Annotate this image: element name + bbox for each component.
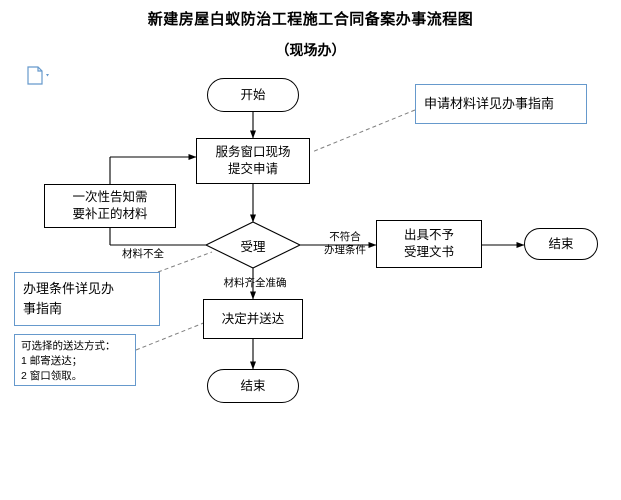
node-submit-application: 服务窗口现场 提交申请 xyxy=(196,138,310,184)
note-condition-guide: 办理条件详见办 事指南 xyxy=(14,272,160,326)
node-accept-decision: 受理 xyxy=(205,221,301,269)
edge-label-incomplete: 材料不全 xyxy=(122,248,164,260)
page-subtitle: （现场办） xyxy=(275,42,346,58)
edge-label-not-qualified: 不符合 办理条件 xyxy=(324,231,366,256)
node-accept-label: 受理 xyxy=(240,239,266,254)
node-one-time-notice: 一次性告知需 要补正的材料 xyxy=(44,184,176,228)
note-delivery-options: 可选择的送达方式： 1 邮寄送达； 2 窗口领取。 xyxy=(14,334,136,386)
page-title: 新建房屋白蚁防治工程施工合同备案办事流程图 xyxy=(147,11,474,28)
document-icon xyxy=(26,66,52,86)
edge-label-complete: 材料齐全准确 xyxy=(223,277,287,289)
note-application-guide: 申请材料详见办事指南 xyxy=(415,84,587,124)
node-end-right: 结束 xyxy=(524,228,598,260)
node-end-bottom: 结束 xyxy=(207,369,299,403)
node-start: 开始 xyxy=(207,78,299,112)
node-decide-and-deliver: 决定并送达 xyxy=(203,299,303,339)
node-reject-document: 出具不予 受理文书 xyxy=(376,220,482,268)
